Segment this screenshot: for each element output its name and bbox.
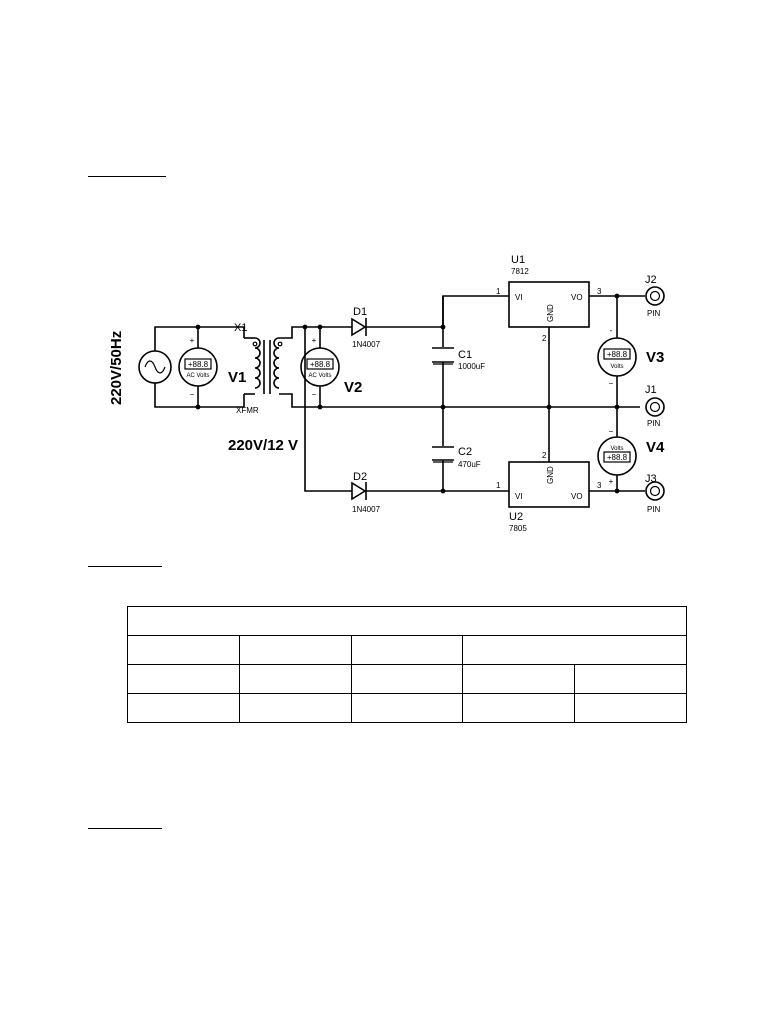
svg-text:VI: VI	[515, 492, 523, 501]
svg-text:2: 2	[542, 451, 547, 460]
voltmeter-v4: Volts +88.8 − +	[597, 427, 637, 486]
v2-label: V2	[344, 379, 362, 396]
svg-text:3: 3	[597, 481, 602, 490]
table-cell	[127, 635, 240, 665]
u1-ref: U1	[511, 254, 525, 266]
voltmeter-v3: +88.8 Volts - −	[597, 326, 637, 388]
table-cell	[574, 693, 687, 723]
table-row	[127, 664, 687, 694]
transformer-type: XFMR	[236, 406, 259, 415]
svg-text:−: −	[312, 390, 317, 399]
connector-j3	[645, 481, 665, 501]
svg-text:Volts: Volts	[610, 446, 623, 452]
svg-text:+88.8: +88.8	[607, 453, 628, 462]
section-rule-3	[88, 828, 162, 829]
transformer-x1	[244, 337, 283, 395]
svg-text:+88.8: +88.8	[188, 360, 209, 369]
table-row	[127, 693, 687, 723]
u2-ref: U2	[509, 511, 523, 523]
j2-ref: J2	[645, 274, 657, 286]
j1-ref: J1	[645, 384, 657, 396]
svg-text:AC Volts: AC Volts	[308, 373, 331, 379]
svg-text:2: 2	[542, 334, 547, 343]
results-table	[127, 606, 687, 723]
table-cell	[462, 693, 576, 723]
svg-text:GND: GND	[546, 466, 555, 484]
svg-text:VI: VI	[515, 293, 523, 302]
svg-text:GND: GND	[546, 304, 555, 322]
capacitor-c2	[432, 446, 454, 463]
svg-text:1: 1	[496, 481, 501, 490]
d2-part: 1N4007	[352, 505, 381, 514]
table-cell	[350, 693, 464, 723]
diode-d1	[351, 317, 367, 337]
u2-part: 7805	[509, 524, 527, 533]
d2-ref: D2	[353, 471, 367, 483]
diode-d2	[351, 481, 367, 501]
table-cell	[462, 664, 576, 694]
svg-text:−: −	[609, 427, 614, 436]
svg-text:+: +	[190, 336, 195, 345]
c2-value: 470uF	[458, 460, 481, 469]
svg-text:3: 3	[597, 287, 602, 296]
transformer-ref: X1	[234, 322, 247, 334]
section-rule-1	[88, 176, 166, 177]
connector-j2	[645, 286, 665, 306]
table-cell	[238, 693, 352, 723]
c1-value: 1000uF	[458, 362, 485, 371]
svg-text:1: 1	[496, 287, 501, 296]
svg-text:+: +	[312, 336, 317, 345]
svg-text:+88.8: +88.8	[607, 350, 628, 359]
table-cell	[350, 664, 464, 694]
v3-label: V3	[646, 349, 664, 366]
v1-label: V1	[228, 369, 246, 386]
table-cell	[127, 693, 240, 723]
table-cell	[127, 606, 687, 636]
svg-text:VO: VO	[571, 492, 583, 501]
c1-ref: C1	[458, 349, 472, 361]
j3-type: PIN	[647, 505, 661, 514]
table-cell	[462, 635, 687, 665]
c2-ref: C2	[458, 446, 472, 458]
d1-ref: D1	[353, 306, 367, 318]
ac-source	[138, 350, 172, 384]
u1-part: 7812	[511, 267, 529, 276]
capacitor-c1	[432, 347, 454, 365]
svg-text:+: +	[609, 477, 614, 486]
voltmeter-v2: +88.8 AC Volts + −	[300, 336, 340, 399]
svg-text:AC Volts: AC Volts	[186, 373, 209, 379]
table-cell	[238, 664, 352, 694]
connector-j1	[645, 397, 665, 417]
svg-text:+88.8: +88.8	[310, 360, 331, 369]
v4-label: V4	[646, 439, 665, 456]
table-cell	[574, 664, 687, 694]
d1-part: 1N4007	[352, 340, 381, 349]
table-cell	[238, 635, 352, 665]
regulator-u1: VI VO GND 1 3 2	[496, 281, 602, 343]
voltmeter-v1: +88.8 AC Volts + −	[178, 336, 218, 399]
j2-type: PIN	[647, 309, 661, 318]
j1-type: PIN	[647, 419, 661, 428]
transformer-ratio: 220V/12 V	[228, 437, 298, 454]
svg-text:VO: VO	[571, 293, 583, 302]
j3-ref: J3	[645, 473, 657, 485]
section-rule-2	[88, 566, 162, 567]
source-voltage-label: 220V/50Hz	[108, 331, 125, 405]
svg-text:−: −	[190, 390, 195, 399]
svg-text:Volts: Volts	[610, 364, 623, 370]
table-row	[127, 606, 687, 636]
svg-text:-: -	[610, 326, 613, 335]
svg-text:−: −	[609, 379, 614, 388]
table-cell	[127, 664, 240, 694]
table-row	[127, 635, 687, 665]
table-cell	[350, 635, 464, 665]
